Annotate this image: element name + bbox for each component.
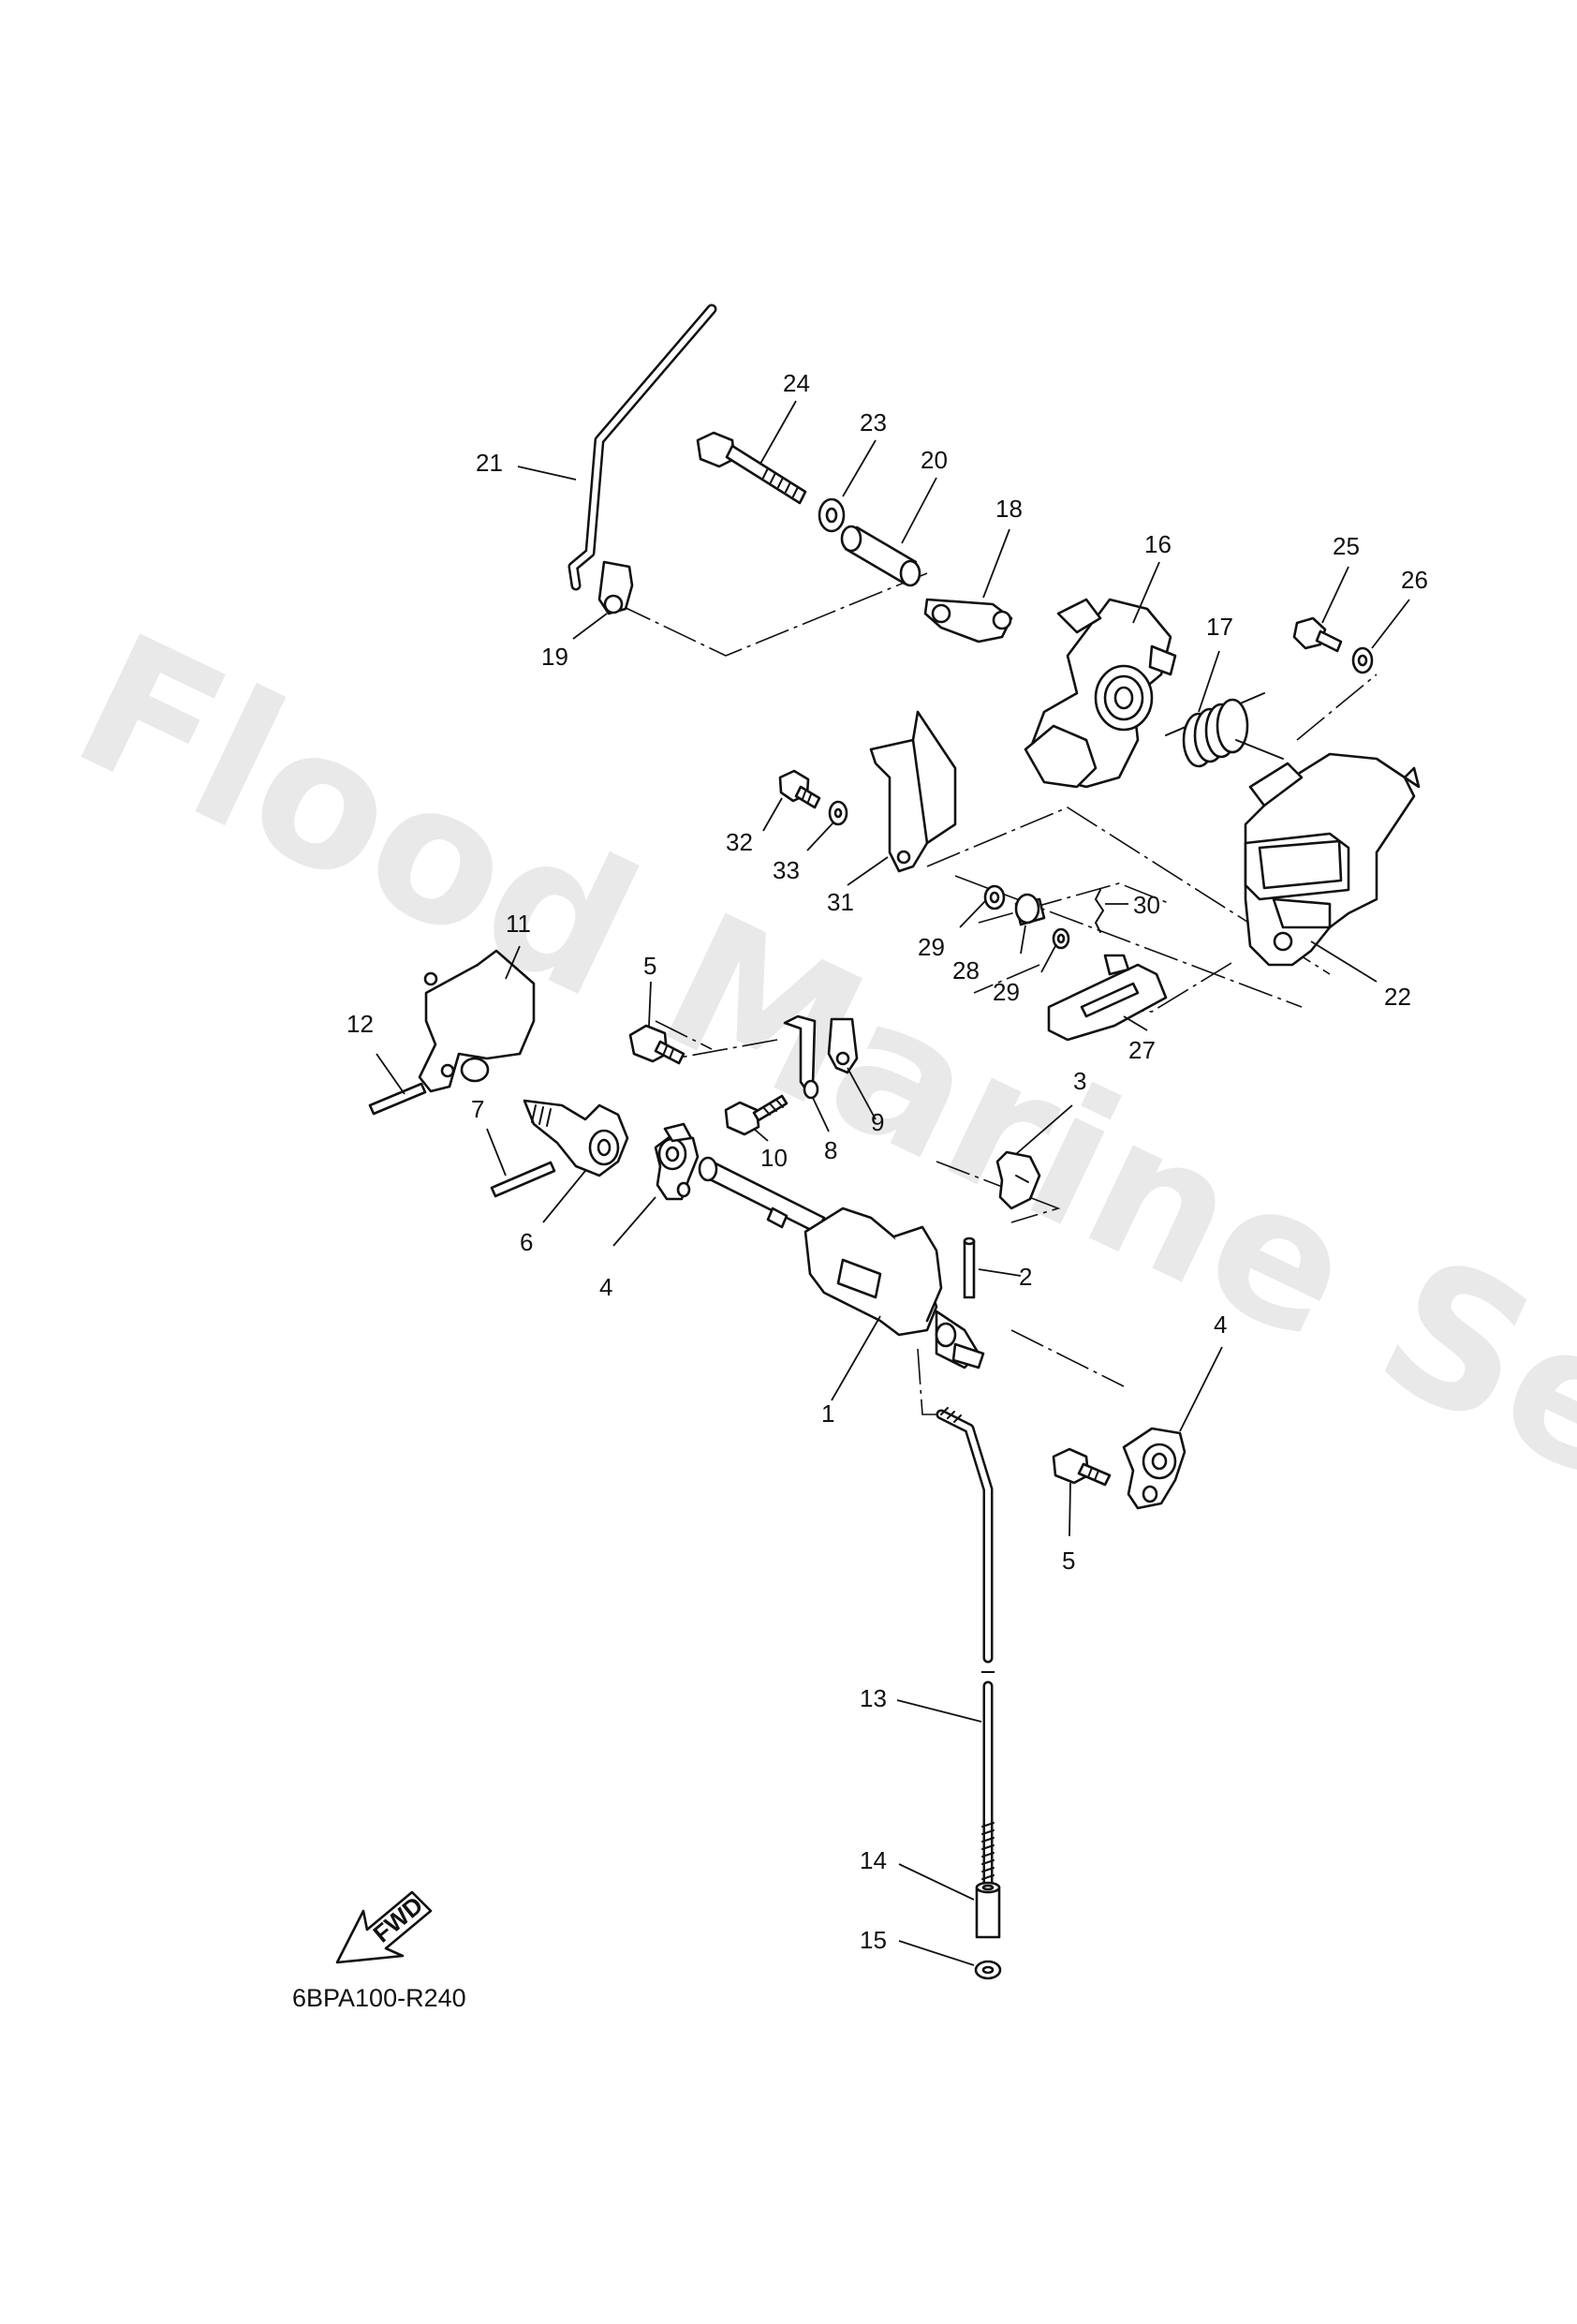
part-4-joint-lower: [1122, 1427, 1186, 1510]
callout-8: 8: [824, 1136, 837, 1164]
part-1-shaft: [698, 1156, 985, 1369]
part-20-collar: [840, 525, 921, 587]
part-30-clip: [1094, 889, 1105, 933]
callout-2: 2: [1019, 1263, 1032, 1291]
callout-4b: 4: [1214, 1310, 1227, 1339]
callouts: 1 2 3 4 4 5 5 6 7 8 9 10 11 12 13 14 15 …: [346, 369, 1428, 1954]
callout-27: 27: [1128, 1036, 1156, 1064]
part-16-cam: [1024, 598, 1177, 789]
callout-7: 7: [471, 1095, 484, 1123]
part-2-pin: [963, 1236, 976, 1299]
part-14-sleeve: [975, 1881, 1001, 1939]
part-7-pin: [490, 1161, 556, 1198]
callout-14: 14: [860, 1846, 887, 1874]
part-8-spring-plate: [783, 1014, 819, 1100]
drawing-code: 6BPA100-R240: [292, 1984, 466, 2012]
part-25-screw: [1292, 616, 1343, 653]
part-22-bracket: [1244, 752, 1421, 967]
callout-17: 17: [1206, 613, 1233, 641]
callout-32: 32: [726, 828, 753, 856]
part-15-nut: [974, 1960, 1002, 1980]
callout-19: 19: [541, 643, 568, 671]
callout-13: 13: [860, 1684, 887, 1712]
callout-3: 3: [1073, 1067, 1086, 1095]
part-33-washer: [828, 800, 848, 826]
callout-12: 12: [346, 1010, 374, 1038]
part-5-bolt-lower: [1052, 1447, 1112, 1487]
callout-28: 28: [952, 956, 980, 984]
fwd-arrow-icon: FWD: [335, 1891, 433, 1964]
callout-31: 31: [827, 888, 854, 916]
leader-lines: [376, 400, 1410, 1966]
part-27-slider: [1047, 954, 1168, 1042]
part-13-rod: [936, 1407, 995, 1893]
part-29-washer-a: [983, 884, 1006, 910]
callout-23: 23: [860, 408, 887, 437]
callout-11: 11: [506, 910, 531, 938]
callout-29b: 29: [993, 978, 1020, 1006]
part-24-bolt: [696, 431, 807, 505]
part-29-washer-b: [1052, 927, 1070, 950]
part-11-lever: [418, 949, 536, 1093]
callout-6: 6: [520, 1228, 533, 1256]
callout-15: 15: [860, 1926, 887, 1954]
part-12-pin: [368, 1082, 427, 1116]
part-17-spring: [1165, 692, 1284, 768]
callout-22: 22: [1384, 983, 1411, 1011]
part-32-bolt: [778, 769, 821, 809]
callout-5a: 5: [643, 952, 656, 980]
callout-10: 10: [760, 1144, 788, 1172]
callout-4a: 4: [599, 1273, 612, 1301]
callout-9: 9: [871, 1108, 884, 1136]
part-5-bolt-upper: [628, 1024, 685, 1065]
callout-26: 26: [1401, 566, 1428, 594]
assembly-lines: [617, 572, 1378, 1415]
callout-16: 16: [1144, 530, 1172, 558]
part-21-rod: [567, 303, 717, 591]
part-4-joint-upper: [654, 1122, 700, 1201]
part-9-plate: [827, 1017, 859, 1074]
callout-18: 18: [995, 495, 1023, 523]
part-19-clip: [597, 560, 634, 615]
part-31-plate: [869, 710, 957, 873]
callout-20: 20: [921, 446, 948, 474]
callout-25: 25: [1333, 532, 1360, 560]
part-3-clip: [995, 1150, 1041, 1210]
part-6-joint: [523, 1099, 629, 1177]
callout-30: 30: [1133, 891, 1160, 919]
part-18-link: [923, 598, 1013, 644]
callout-21: 21: [476, 449, 503, 477]
callout-29a: 29: [918, 933, 945, 961]
part-23-washer: [818, 497, 846, 533]
callout-33: 33: [773, 856, 800, 884]
callout-24: 24: [783, 369, 810, 397]
part-10-bolt: [724, 1094, 788, 1136]
callout-1: 1: [821, 1399, 834, 1428]
part-28-collar: [1014, 893, 1046, 926]
callout-5b: 5: [1062, 1547, 1075, 1575]
part-26-washer: [1351, 646, 1374, 674]
